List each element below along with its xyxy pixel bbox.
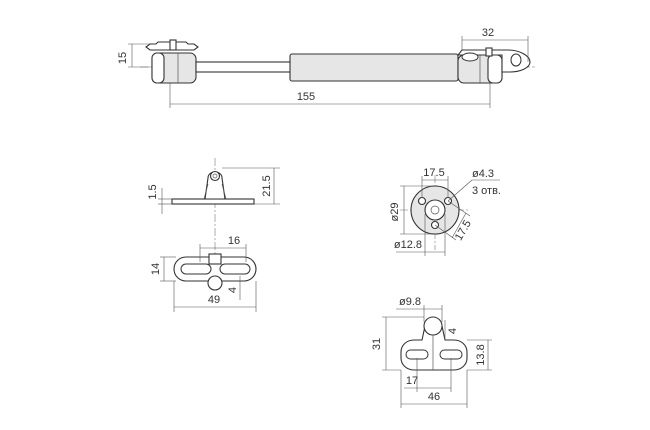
right-bracket-post	[485, 47, 493, 57]
bracket-lug-hole-inner	[212, 173, 218, 179]
dim-9-8-label: ø9.8	[399, 296, 421, 308]
left-end-cap	[151, 52, 165, 84]
left-bracket-post	[169, 39, 177, 51]
right-bracket-slot-left	[461, 52, 479, 62]
dim-14-label: 14	[150, 263, 162, 275]
dim-15-label: 15	[117, 52, 129, 64]
bracket-eye-top	[207, 275, 223, 291]
dim-diag-ext-top	[447, 200, 471, 217]
dim-12-8-label: ø12.8	[394, 239, 422, 251]
bracket-base-plate	[171, 198, 255, 205]
hole-count-label: 3 отв.	[472, 185, 501, 197]
ball-stud	[423, 316, 443, 336]
bracket-lug-top	[208, 253, 222, 265]
piston-rod	[195, 61, 293, 73]
flange-view: 17.5 ø4.3 3 отв. ø29 ø12.8 17.5	[389, 167, 501, 256]
flange-hole-1	[417, 196, 427, 206]
flange-center-hole	[430, 205, 440, 215]
right-end-cap	[487, 54, 503, 84]
dim-16-label: 16	[228, 235, 240, 247]
dim-155-label: 155	[297, 91, 315, 103]
bracket-lug-rib-left	[203, 183, 209, 200]
dim-49-label: 49	[208, 294, 220, 306]
dim-46-label: 46	[428, 391, 440, 403]
dim-17-label: 17	[406, 375, 418, 387]
bracket-lug-rib-right	[221, 183, 227, 200]
right-bracket-eye	[510, 53, 522, 67]
gas-spring-view: 15 32 155	[117, 27, 535, 108]
dim-29-label: ø29	[389, 203, 401, 222]
right-bracket	[456, 49, 531, 73]
cylinder-body	[289, 53, 459, 82]
bracket-slot-left	[180, 263, 212, 275]
hole-leader	[447, 179, 473, 202]
dim-diag-line	[451, 212, 467, 239]
ball-bracket-slot-left	[405, 349, 429, 360]
dim-4-label: 4	[227, 287, 239, 293]
dim-21-5-label: 21.5	[261, 175, 273, 196]
bracket-lug-hole	[209, 170, 221, 182]
dim-31-label: 31	[371, 338, 383, 350]
ball-bracket-slot-right	[439, 349, 463, 360]
bracket-top-view: 16 14 4 49	[150, 235, 257, 312]
dim-1-5-label: 1.5	[147, 184, 159, 199]
hole-dia-label: ø4.3	[472, 168, 494, 180]
flange-inner	[424, 199, 446, 221]
dim-17-5-label: 17.5	[423, 167, 444, 179]
dim-32-label: 32	[482, 27, 494, 39]
dim-4b-label: 4	[447, 328, 459, 334]
dim-13-8-label: 13.8	[475, 344, 487, 365]
bracket-slot-right	[219, 263, 251, 275]
ball-bracket-view: ø9.8 31 4 13.8 17 46	[371, 296, 492, 408]
